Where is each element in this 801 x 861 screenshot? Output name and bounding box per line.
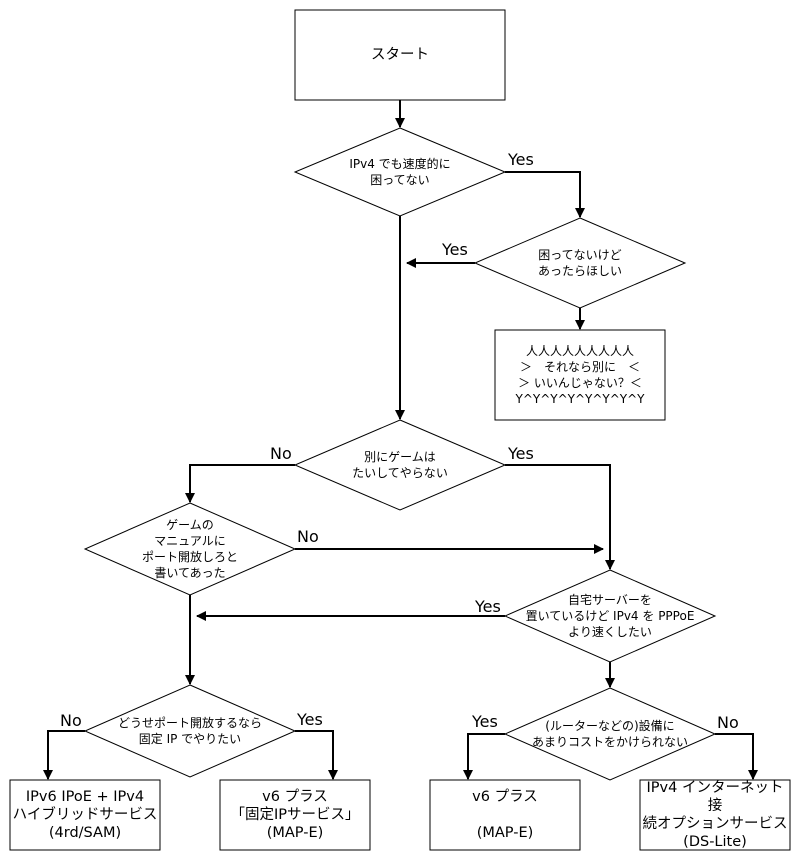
result-4-box	[639, 779, 791, 851]
edge-d3-yes	[505, 464, 615, 570]
edge-label-d5-yes: Yes	[475, 597, 501, 616]
decision-5-label: 自宅サーバーを 置いているけど IPv4 を PPPoE より速くしたい	[525, 593, 695, 639]
result-1-label: IPv6 IPoE + IPv4 ハイブリッドサービス (4rd/SAM)	[12, 789, 158, 841]
result-3-label: v6 プラス (MAP-E)	[472, 789, 538, 841]
edge-d6-yes	[295, 730, 338, 780]
result-3-box	[429, 779, 581, 851]
edge-label-d4-no: No	[297, 527, 319, 546]
start-box	[294, 9, 506, 101]
edge-d6-no	[43, 730, 85, 780]
result-2-box	[219, 779, 371, 851]
edge-label-d7-no: No	[717, 713, 739, 732]
decision-6-shape	[83, 684, 297, 778]
edge-d7-no	[715, 733, 758, 780]
edge-label-d3-no: No	[270, 444, 292, 463]
decision-3-label: 別にゲームは たいしてやらない	[352, 450, 448, 480]
edge-d1-yes	[505, 171, 585, 218]
decision-1-label: IPv4 でも速度的に 困ってない	[349, 157, 451, 187]
edge-label-d6-yes: Yes	[297, 710, 323, 729]
decision-4-label: ゲームの マニュアルに ポート開放しろと 書いてあった	[141, 518, 238, 580]
note-label: 人人人人人人人人人 ＞ それなら別に ＜ ＞ いいんじゃない？＜ Y^Y^Y^Y…	[515, 344, 645, 406]
note-box	[494, 329, 666, 421]
result-4-label: IPv4 インターネット接 続オプションサービス (DS-Lite)	[642, 780, 788, 850]
start-label: スタート	[371, 47, 429, 63]
decision-7-label: (ルーターなどの)設備に あまりコストをかけられない	[531, 719, 688, 749]
decision-3-shape	[293, 419, 507, 511]
result-1-box	[9, 779, 161, 851]
edge-label-d7-yes: Yes	[472, 712, 498, 731]
decision-6-label: どうせポート開放するなら 固定 IP でやりたい	[117, 716, 262, 746]
edge-label-d2-yes: Yes	[442, 240, 468, 259]
decision-7-shape	[503, 687, 717, 781]
edge-d7-yes	[463, 733, 505, 780]
edge-label-d3-yes: Yes	[508, 444, 534, 463]
result-2-label: v6 プラス 「固定IPサービス」 (MAP-E)	[230, 789, 360, 841]
edge-d3-no	[185, 464, 295, 503]
edge-label-d1-yes: Yes	[508, 150, 534, 169]
decision-2-label: 困ってないけど あったらほしい	[537, 248, 622, 278]
edge-label-d6-no: No	[60, 711, 82, 730]
